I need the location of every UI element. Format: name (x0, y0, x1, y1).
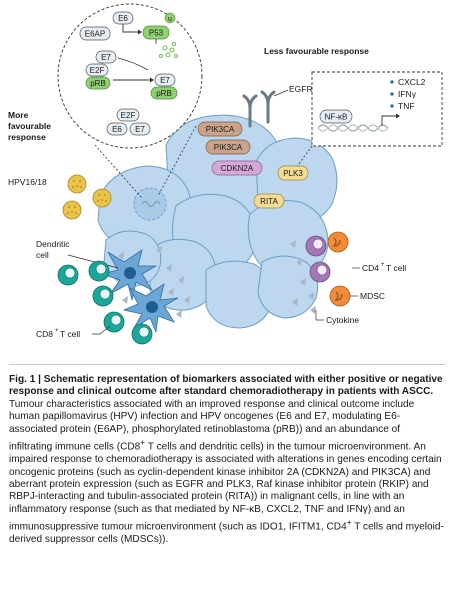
cxcl2-label: CXCL2 (398, 77, 426, 87)
e7-right-label: E7 (160, 76, 170, 85)
e7-top-label: E7 (101, 53, 111, 62)
pik3ca-pill (205, 139, 251, 155)
p53-label: P53 (149, 29, 164, 38)
leader-line (315, 310, 324, 321)
more-favourable-heading-line2: favourable (8, 121, 51, 131)
e2f-top-pill (85, 63, 109, 77)
cdkn2a-pill (211, 160, 263, 176)
cd8-label-suffix: T cell (60, 329, 80, 339)
arrow (122, 24, 138, 33)
infected-nucleus (133, 187, 167, 221)
e7-bottom-pill (129, 122, 151, 136)
viral-dna-icon (141, 200, 161, 208)
dendritic-label-line2: cell (36, 250, 49, 260)
dendritic-label-line1: Dendritic (36, 239, 70, 249)
arrowhead (396, 113, 400, 119)
caption-superscript: + (140, 437, 146, 448)
cd4-label-suffix: T cell (386, 263, 406, 273)
caption-title: Fig. 1 | Schematic representation of bio… (9, 374, 443, 398)
prb-top-pill (85, 76, 111, 90)
dna-helix-icon (317, 124, 389, 132)
cd4-label: CD4 (362, 263, 379, 273)
cdkn2a-label: CDKN2A (221, 164, 254, 173)
less-favourable-heading: Less favourable response (264, 46, 369, 56)
e7-bottom-label: E7 (135, 125, 145, 134)
e7-top-pill (95, 50, 117, 64)
inset-left-contents: E6 E6AP P53 u E7 E2F pRB E7 pRB E2F E6 E… (79, 11, 179, 136)
virus-capsomere-dots (67, 180, 107, 214)
leader-line (273, 89, 289, 97)
tnf-label: TNF (398, 101, 415, 111)
cd4-t-cell-icon (305, 235, 331, 283)
inset-connector-line (157, 125, 197, 197)
inflammatory-signalling-inset (311, 71, 443, 147)
egfr-label: EGFR (289, 84, 313, 94)
cytokine-label: Cytokine (326, 315, 359, 325)
bullet-icon (390, 80, 394, 84)
figure-illustration: E6 E6AP P53 u E7 E2F pRB E7 pRB E2F E6 E… (8, 3, 443, 345)
cd8-label: CD8 (36, 329, 53, 339)
degradation-fragments-icon (158, 41, 179, 59)
mdsc-label: MDSC (360, 291, 385, 301)
prb-top-label: pRB (90, 79, 106, 88)
caption-superscript: + (346, 517, 352, 528)
more-favourable-heading-line3: response (8, 132, 46, 142)
caption-body-part3: T cells and myeloid-derived suppressor c… (9, 521, 444, 546)
plk3-label: PLK3 (283, 169, 303, 178)
arrow (117, 57, 149, 71)
nfkb-label: NF-κB (325, 113, 348, 122)
e6ap-pill (79, 26, 111, 41)
caption-divider (9, 364, 445, 365)
e6ap-label: E6AP (85, 30, 105, 39)
arrowhead (138, 29, 142, 35)
ubiquitin-label: u (168, 16, 172, 23)
e2f-top-label: E2F (90, 66, 105, 75)
cd8-superscript: + (55, 328, 59, 334)
ifng-label: IFNγ (398, 89, 417, 99)
hpv-virus-icon (62, 174, 112, 220)
figure-caption: Fig. 1 | Schematic representation of bio… (9, 374, 445, 547)
leader-line (92, 325, 111, 335)
cytokine-icon (118, 240, 316, 318)
prb-right-pill (150, 86, 178, 100)
caption-body-part1: Tumour characteristics associated with a… (9, 398, 415, 453)
e6-bottom-pill (106, 122, 128, 136)
pik3ca-label: PIK3CA (206, 125, 235, 134)
arrowhead (150, 77, 154, 83)
bullet-icon (390, 104, 394, 108)
mdsc-icon (327, 231, 351, 307)
hpv-label: HPV16/18 (8, 177, 47, 187)
pik3ca-label: PIK3CA (214, 143, 243, 152)
cd4-superscript: + (381, 262, 385, 268)
leader-line (67, 254, 119, 269)
figure-svg: E6 E6AP P53 u E7 E2F pRB E7 pRB E2F E6 E… (8, 3, 443, 345)
caption-body-part2: T cells and dendritic cells) in the tumo… (9, 441, 442, 533)
e6-bottom-label: E6 (112, 125, 122, 134)
dendritic-cell-icon (100, 249, 179, 334)
bullet-icon (390, 92, 394, 96)
ubiquitin-icon (164, 12, 176, 24)
transcription-arrow (381, 115, 396, 126)
inset-right-contents: NF-κB CXCL2 IFNγ TNF (317, 77, 426, 132)
prb-right-label: pRB (156, 89, 172, 98)
e2f-bottom-pill (116, 108, 140, 122)
plk3-pill (277, 165, 309, 181)
dna-helix-icon (317, 124, 389, 132)
tumour-cell (257, 255, 319, 319)
pik3ca-pill (197, 121, 243, 137)
rita-pill (253, 193, 285, 209)
egfr-receptor-icon (242, 90, 276, 128)
e6-label: E6 (118, 14, 128, 23)
e2f-bottom-label: E2F (121, 111, 136, 120)
rita-label: RITA (260, 197, 278, 206)
more-favourable-heading-line1: More (8, 110, 29, 120)
hpv-oncogene-inset (57, 3, 203, 149)
e7-right-pill (154, 73, 176, 87)
nfkb-pill (319, 109, 353, 124)
